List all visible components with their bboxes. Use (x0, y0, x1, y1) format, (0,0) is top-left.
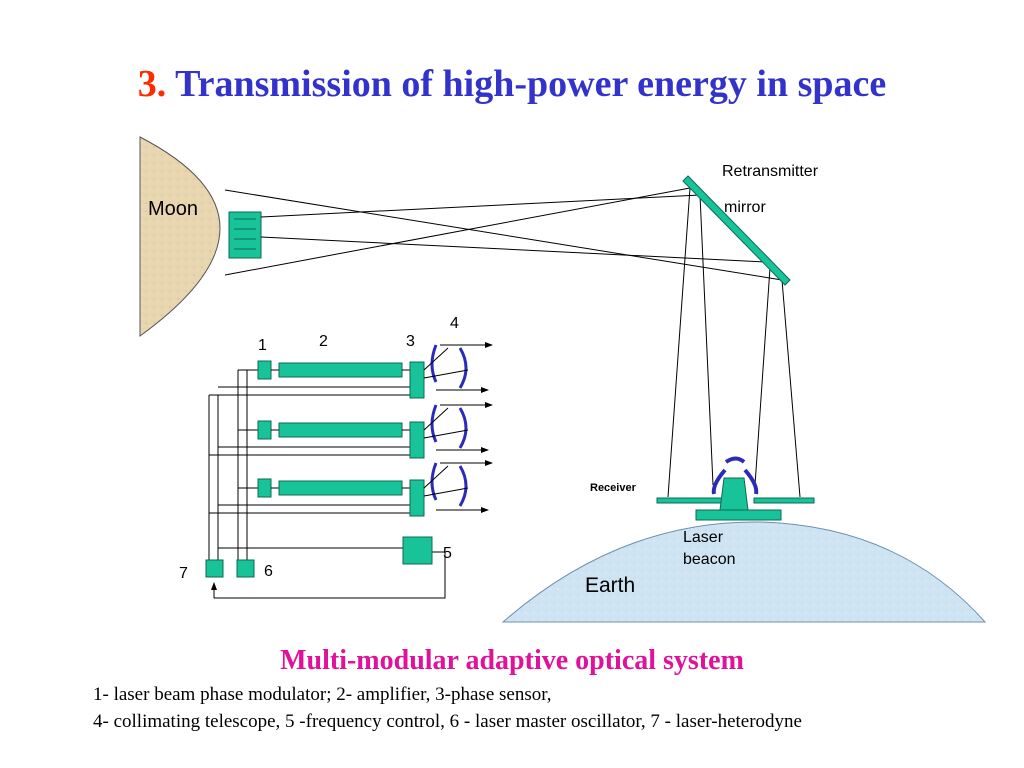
laser-label: Laser (683, 529, 724, 546)
receiver-right-plate (753, 497, 815, 504)
diagram-subtitle: Multi-modular adaptive optical system (280, 645, 744, 676)
beacon-label: beacon (683, 551, 736, 568)
label-5: 5 (443, 545, 452, 562)
label-1: 1 (258, 337, 267, 354)
receiver-label: Receiver (590, 482, 637, 494)
mirror-label: mirror (724, 199, 766, 216)
retransmitter-mirror (682, 175, 791, 286)
earth-label: Earth (585, 574, 635, 597)
optical-system-diagram: Moon Retransmitter mirror Earth Receiver… (139, 136, 987, 623)
retransmitter-label: Retransmitter (722, 163, 819, 180)
earth-body (501, 521, 987, 623)
label-7: 7 (179, 565, 188, 582)
moon-transmitter-module (228, 211, 262, 259)
label-4: 4 (450, 315, 459, 332)
title-text: Transmission of high-power energy in spa… (175, 63, 887, 105)
moon-label: Moon (148, 198, 198, 220)
moon-body (139, 136, 221, 337)
legend-line-2: 4- collimating telescope, 5 -frequency c… (93, 711, 802, 732)
beacon-mirror-arc (724, 456, 746, 464)
legend-line-1: 1- laser beam phase modulator; 2- amplif… (93, 684, 552, 705)
page-title: 3. Transmission of high-power energy in … (0, 62, 1024, 106)
channel-3 (257, 460, 493, 517)
label-6: 6 (264, 563, 273, 580)
heterodyne-block (205, 559, 224, 578)
channel-2 (257, 402, 493, 459)
frequency-control-block (402, 536, 433, 565)
multi-modular-system (208, 369, 446, 599)
title-number: 3. (137, 63, 167, 105)
laser-beacon-base (695, 509, 782, 521)
master-oscillator-block (236, 559, 255, 578)
label-3: 3 (406, 333, 415, 350)
receiver-left-arc (711, 468, 727, 495)
laser-beacon-body (719, 477, 749, 511)
beam-lines (224, 187, 801, 498)
channel-1 (257, 342, 493, 399)
receiver-right-arc (743, 468, 759, 495)
label-2: 2 (319, 333, 328, 350)
